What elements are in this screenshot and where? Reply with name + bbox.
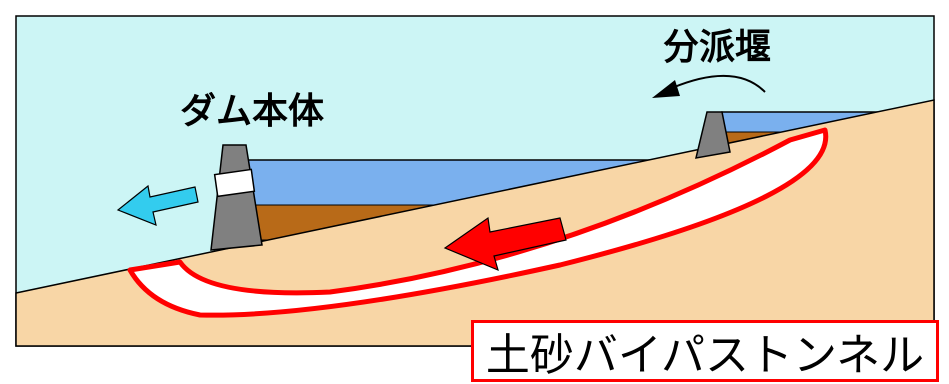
diversion-weir (695, 111, 731, 159)
diversion-weir-label: 分派堰 (663, 27, 772, 68)
dam-body-label: ダム本体 (180, 91, 325, 132)
bypass-tunnel (127, 127, 829, 318)
outflow-arrow (116, 184, 199, 226)
sediment-flow-arrow (443, 216, 567, 272)
curved-arrow-icon (671, 74, 766, 93)
sediment-bypass-tunnel-label: 土砂バイパストンネル (471, 320, 939, 382)
curved-arrow-head (652, 80, 680, 98)
dam-outlet (213, 168, 256, 198)
